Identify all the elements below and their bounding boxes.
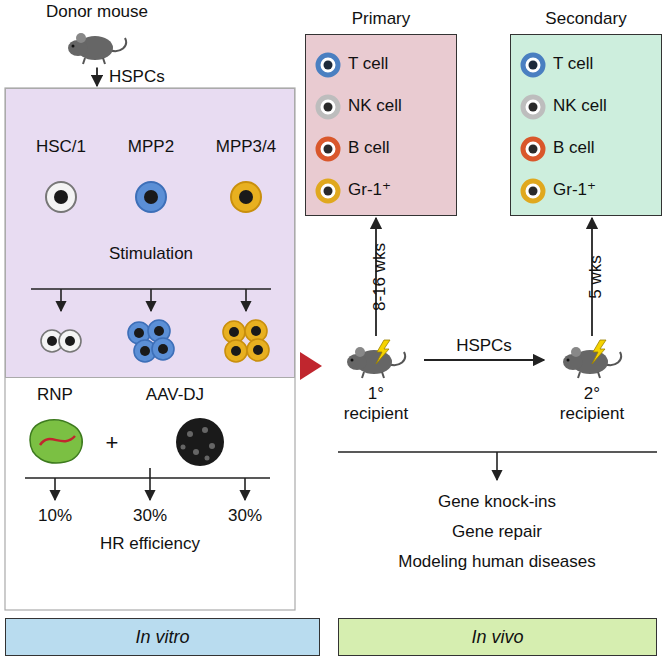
application-label: Gene knock-ins bbox=[438, 492, 556, 512]
percent-value: 10% bbox=[38, 506, 72, 526]
step-label: Stimulation bbox=[109, 244, 193, 264]
connector-arrow bbox=[96, 68, 98, 86]
population-label: HSC/1 bbox=[36, 137, 86, 157]
edge-label: 8-16 wks bbox=[370, 243, 390, 311]
edge-label: HSPCs bbox=[456, 336, 512, 356]
in-vitro-frame bbox=[5, 88, 295, 610]
connector-arrow bbox=[424, 359, 544, 361]
cell-type-label: T cell bbox=[553, 54, 593, 74]
box-node: PrimaryT cellNK cellB cellGr-1⁺ bbox=[305, 34, 457, 216]
aav-particle bbox=[176, 418, 224, 466]
in-vivo-splitter bbox=[338, 452, 657, 480]
box-node: SecondaryT cellNK cellB cellGr-1⁺ bbox=[510, 34, 662, 216]
bar-label: In vitro bbox=[135, 627, 189, 648]
axis-note: HR efficiency bbox=[100, 534, 200, 554]
mouse-icon bbox=[563, 340, 621, 378]
box-heading: Primary bbox=[306, 9, 456, 29]
mouse-label: Donor mouse bbox=[46, 2, 148, 22]
box-heading: Secondary bbox=[511, 9, 661, 29]
percent-value: 30% bbox=[133, 506, 167, 526]
population-label: MPP3/4 bbox=[216, 137, 276, 157]
population-label: MPP2 bbox=[128, 137, 174, 157]
cell-type-label: NK cell bbox=[553, 96, 607, 116]
cell-type-label: Gr-1⁺ bbox=[348, 180, 391, 200]
reagent-label: AAV-DJ bbox=[146, 385, 204, 405]
mouse-label: 1° recipient bbox=[337, 384, 415, 423]
percent-value: 30% bbox=[228, 506, 262, 526]
transfer-triangle bbox=[300, 352, 322, 380]
stimulation-figure bbox=[6, 89, 296, 379]
cell-type-label: Gr-1⁺ bbox=[553, 180, 596, 200]
cell-type-label: B cell bbox=[348, 138, 390, 158]
mouse-node: 2° recipient bbox=[546, 338, 638, 423]
cell-type-label: T cell bbox=[348, 54, 388, 74]
mouse-label: 2° recipient bbox=[553, 384, 631, 423]
mouse-figure bbox=[344, 338, 408, 380]
mouse-node: Donor mouse bbox=[32, 2, 162, 66]
mouse-figure bbox=[65, 24, 129, 66]
hr-splitter bbox=[25, 468, 270, 500]
edge-label: HSPCs bbox=[109, 67, 165, 87]
bar-node: In vitro bbox=[5, 618, 320, 656]
panel-node: HSC/1 MPP2 MPP3/4Stimulation bbox=[5, 88, 295, 378]
bar-label: In vivo bbox=[471, 627, 523, 648]
mouse-node: 1° recipient bbox=[330, 338, 422, 423]
application-label: Gene repair bbox=[452, 522, 542, 542]
mouse-figure bbox=[560, 338, 624, 380]
bar-node: In vivo bbox=[338, 618, 657, 656]
mouse-icon bbox=[68, 33, 126, 64]
mouse-icon bbox=[347, 340, 405, 378]
application-label: Modeling human diseases bbox=[398, 552, 596, 572]
cell-type-label: B cell bbox=[553, 138, 595, 158]
rnp-icon bbox=[30, 420, 82, 463]
cell-type-label: NK cell bbox=[348, 96, 402, 116]
edge-label: 5 wks bbox=[586, 255, 606, 298]
reagent-label: RNP bbox=[37, 385, 73, 405]
plus-sign: + bbox=[106, 430, 119, 455]
